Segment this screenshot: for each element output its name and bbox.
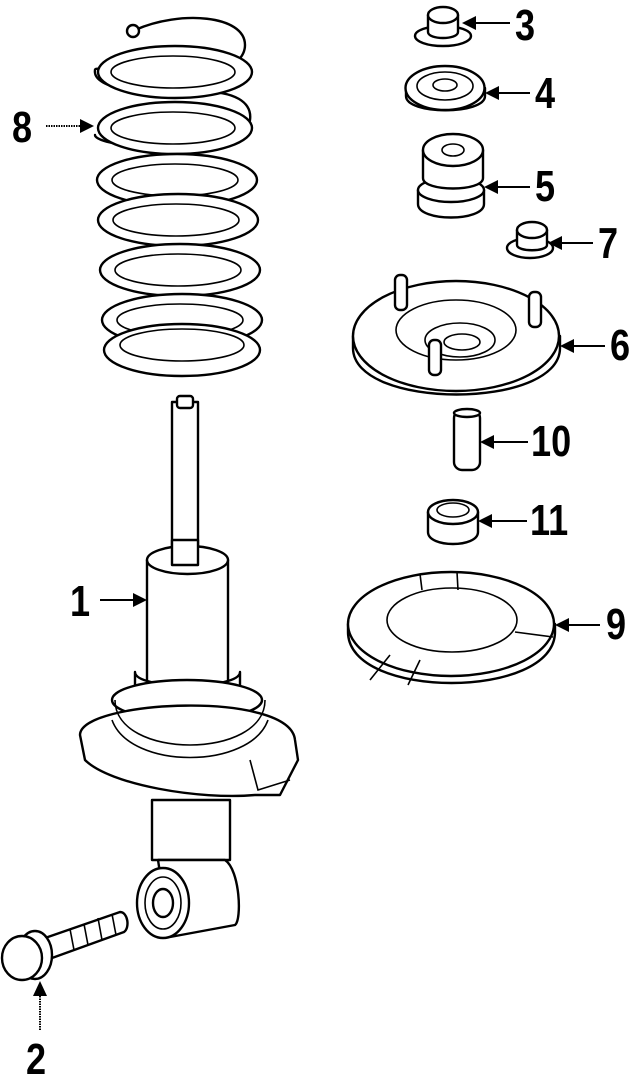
mount-nut-part [505,220,555,260]
leader-lines [33,16,605,1030]
strut-assembly-part [78,394,300,940]
spacer-sleeve-part [452,407,482,472]
callout-1: 1 [70,577,91,626]
callout-10: 10 [531,417,572,466]
callout-7: 7 [598,219,619,268]
strut-mount-plate-part [351,273,562,396]
callout-3: 3 [515,1,536,50]
callout-9: 9 [606,600,627,649]
coil-spring-part [93,16,264,378]
callout-11: 11 [530,496,569,545]
spring-insulator-part [346,570,557,686]
mount-bushing-part [416,132,486,219]
callout-6: 6 [610,321,631,370]
mounting-bolt-part [0,910,129,982]
callout-8: 8 [12,103,33,152]
upper-washer-part [404,64,487,112]
callout-4: 4 [535,69,556,118]
callout-5: 5 [535,162,556,211]
bump-stop-bushing-part [426,498,480,546]
callout-2: 2 [26,1035,47,1084]
top-nut-cap-part [413,5,473,48]
